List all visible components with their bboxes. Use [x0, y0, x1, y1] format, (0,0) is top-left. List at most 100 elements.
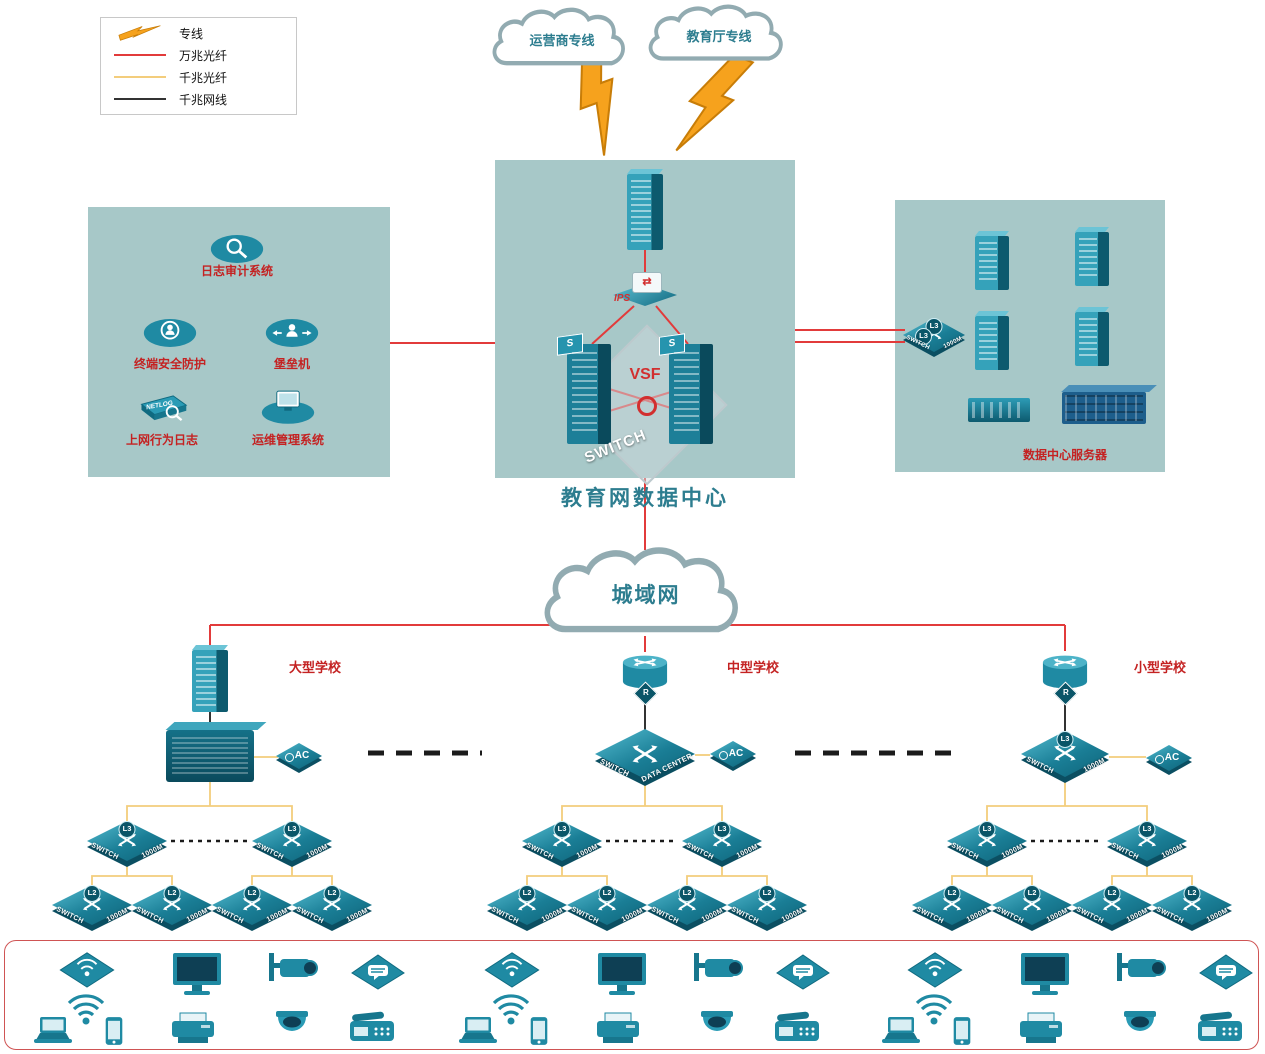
school-name: 小型学校	[1133, 661, 1186, 676]
load-balancer-server[interactable]: S	[557, 333, 611, 444]
legend-item: 千兆光纤	[101, 66, 296, 88]
datacenter-server-icon[interactable]	[975, 236, 1009, 290]
access-switch[interactable]: L2 SWITCH 1000M	[132, 885, 212, 933]
legend-label: 万兆光纤	[179, 48, 228, 63]
netlog-label: 上网行为日志	[125, 433, 198, 447]
laptop-icon[interactable]	[876, 1015, 926, 1045]
ac-controller[interactable]: AC	[276, 743, 322, 773]
l2-badge: L2	[518, 885, 536, 902]
access-switch[interactable]: L2 SWITCH 1000M	[567, 885, 647, 933]
desktop-monitor-icon[interactable]	[170, 951, 224, 997]
desktop-monitor-icon[interactable]	[595, 951, 649, 997]
school-name: 大型学校	[288, 661, 341, 676]
ptz-camera-icon[interactable]	[266, 951, 318, 993]
load-balancer-server[interactable]: S	[659, 333, 713, 444]
access-switch[interactable]: L2 SWITCH 1000M	[1152, 885, 1232, 933]
access-switch[interactable]: L2 SWITCH 1000M	[292, 885, 372, 933]
printer-icon[interactable]	[168, 1011, 218, 1045]
l3-badge: L3	[283, 821, 301, 838]
l2-badge: L2	[678, 885, 696, 902]
school-server-icon[interactable]	[192, 650, 228, 712]
log-audit-icon[interactable]	[209, 232, 265, 266]
l2-badge: L2	[1103, 885, 1121, 902]
fax-phone-icon[interactable]	[1194, 1011, 1246, 1045]
laptop-icon[interactable]	[453, 1015, 503, 1045]
ptz-camera-icon[interactable]	[691, 951, 743, 993]
lightning-bolt-icons	[579, 35, 755, 156]
l2-badge: L2	[323, 885, 341, 902]
fax-phone-icon[interactable]	[771, 1011, 823, 1045]
ops-management-icon[interactable]	[260, 388, 316, 426]
dome-camera-icon[interactable]	[697, 1009, 737, 1043]
school-small: R 小型学校 L3 SWITCH 1000M AC L3 SWITCH 1000…	[900, 645, 1232, 945]
ptz-camera-icon[interactable]	[1114, 951, 1166, 993]
log-audit-label: 日志审计系统	[200, 264, 273, 278]
cloud-label: 运营商专线	[529, 33, 595, 49]
ac-controller[interactable]: AC	[1146, 745, 1192, 775]
smartphone-icon[interactable]	[527, 1015, 551, 1047]
dome-camera-icon[interactable]	[272, 1009, 312, 1043]
printer-icon[interactable]	[1016, 1011, 1066, 1045]
l3-badge: L3	[1138, 821, 1156, 838]
message-device-icon[interactable]	[775, 953, 831, 991]
ac-controller[interactable]: AC	[710, 741, 756, 771]
lightning-icon	[101, 25, 179, 41]
datacenter-server-icon[interactable]	[1075, 312, 1109, 366]
l2-badge: L2	[243, 885, 261, 902]
l3-badge: L3	[118, 821, 136, 838]
black-line-icon	[101, 98, 179, 100]
access-switch[interactable]: L2 SWITCH 1000M	[727, 885, 807, 933]
aggregation-switch[interactable]: L3 SWITCH 1000M	[87, 821, 167, 869]
core-switch-icon[interactable]	[166, 730, 254, 782]
access-switch[interactable]: L2 SWITCH 1000M	[212, 885, 292, 933]
desktop-monitor-icon[interactable]	[1018, 951, 1072, 997]
storage-array-icon[interactable]	[968, 398, 1030, 422]
fax-phone-icon[interactable]	[346, 1011, 398, 1045]
access-switch[interactable]: L2 SWITCH 1000M	[52, 885, 132, 933]
blade-rack-icon[interactable]	[1062, 392, 1146, 424]
aggregation-switch[interactable]: L3 SWITCH 1000M	[252, 821, 332, 869]
message-device-icon[interactable]	[1198, 953, 1254, 991]
aggregation-switch[interactable]: L3 SWITCH 1000M	[682, 821, 762, 869]
carrier-cloud[interactable]: 运营商专线	[486, 6, 638, 72]
l2-badge: L2	[83, 885, 101, 902]
ips-device[interactable]: IPS	[613, 272, 677, 308]
aggregation-switch[interactable]: L3 SWITCH 1000M	[947, 821, 1027, 869]
bastion-icon[interactable]	[264, 316, 320, 350]
wireless-ap-icon[interactable]	[483, 949, 541, 989]
laptop-icon[interactable]	[28, 1015, 78, 1045]
core-switch-icon[interactable]: SWITCH DATA CENTER	[595, 729, 695, 791]
server-zone-switch[interactable]: L3 L3 SWITCH 1000M	[903, 318, 965, 358]
metro-network-cloud[interactable]: 城域网	[535, 545, 757, 642]
core-switch-icon[interactable]: L3 SWITCH 1000M	[1021, 731, 1109, 787]
wireless-ap-icon[interactable]	[58, 949, 116, 989]
access-switch[interactable]: L2 SWITCH 1000M	[992, 885, 1072, 933]
message-device-icon[interactable]	[350, 953, 406, 991]
firewall-icon[interactable]	[627, 174, 663, 250]
ac-label: AC	[294, 750, 310, 761]
legend-item: 专线	[101, 22, 296, 44]
legend: 专线 万兆光纤 千兆光纤 千兆网线	[100, 17, 297, 115]
access-switch[interactable]: L2 SWITCH 1000M	[912, 885, 992, 933]
datacenter-server-icon[interactable]	[975, 316, 1009, 370]
yellow-line-icon	[101, 76, 179, 78]
ports-icon	[628, 739, 662, 769]
aggregation-switch[interactable]: L3 SWITCH 1000M	[1107, 821, 1187, 869]
wireless-ap-icon[interactable]	[906, 949, 964, 989]
access-switch[interactable]: L2 SWITCH 1000M	[487, 885, 567, 933]
l3-badge: L3	[1056, 731, 1074, 748]
terminal-security-icon[interactable]	[142, 316, 198, 350]
access-switch[interactable]: L2 SWITCH 1000M	[1072, 885, 1152, 933]
aggregation-switch[interactable]: L3 SWITCH 1000M	[522, 821, 602, 869]
access-switch[interactable]: L2 SWITCH 1000M	[647, 885, 727, 933]
datacenter-server-icon[interactable]	[1075, 232, 1109, 286]
l2-badge: L2	[1183, 885, 1201, 902]
arrows-icon	[632, 272, 662, 293]
printer-icon[interactable]	[593, 1011, 643, 1045]
smartphone-icon[interactable]	[950, 1015, 974, 1047]
education-cloud[interactable]: 教育厅专线	[642, 3, 796, 67]
dome-camera-icon[interactable]	[1120, 1009, 1160, 1043]
l2-badge: L2	[163, 885, 181, 902]
smartphone-icon[interactable]	[102, 1015, 126, 1047]
l3-badge: L3	[915, 328, 932, 345]
